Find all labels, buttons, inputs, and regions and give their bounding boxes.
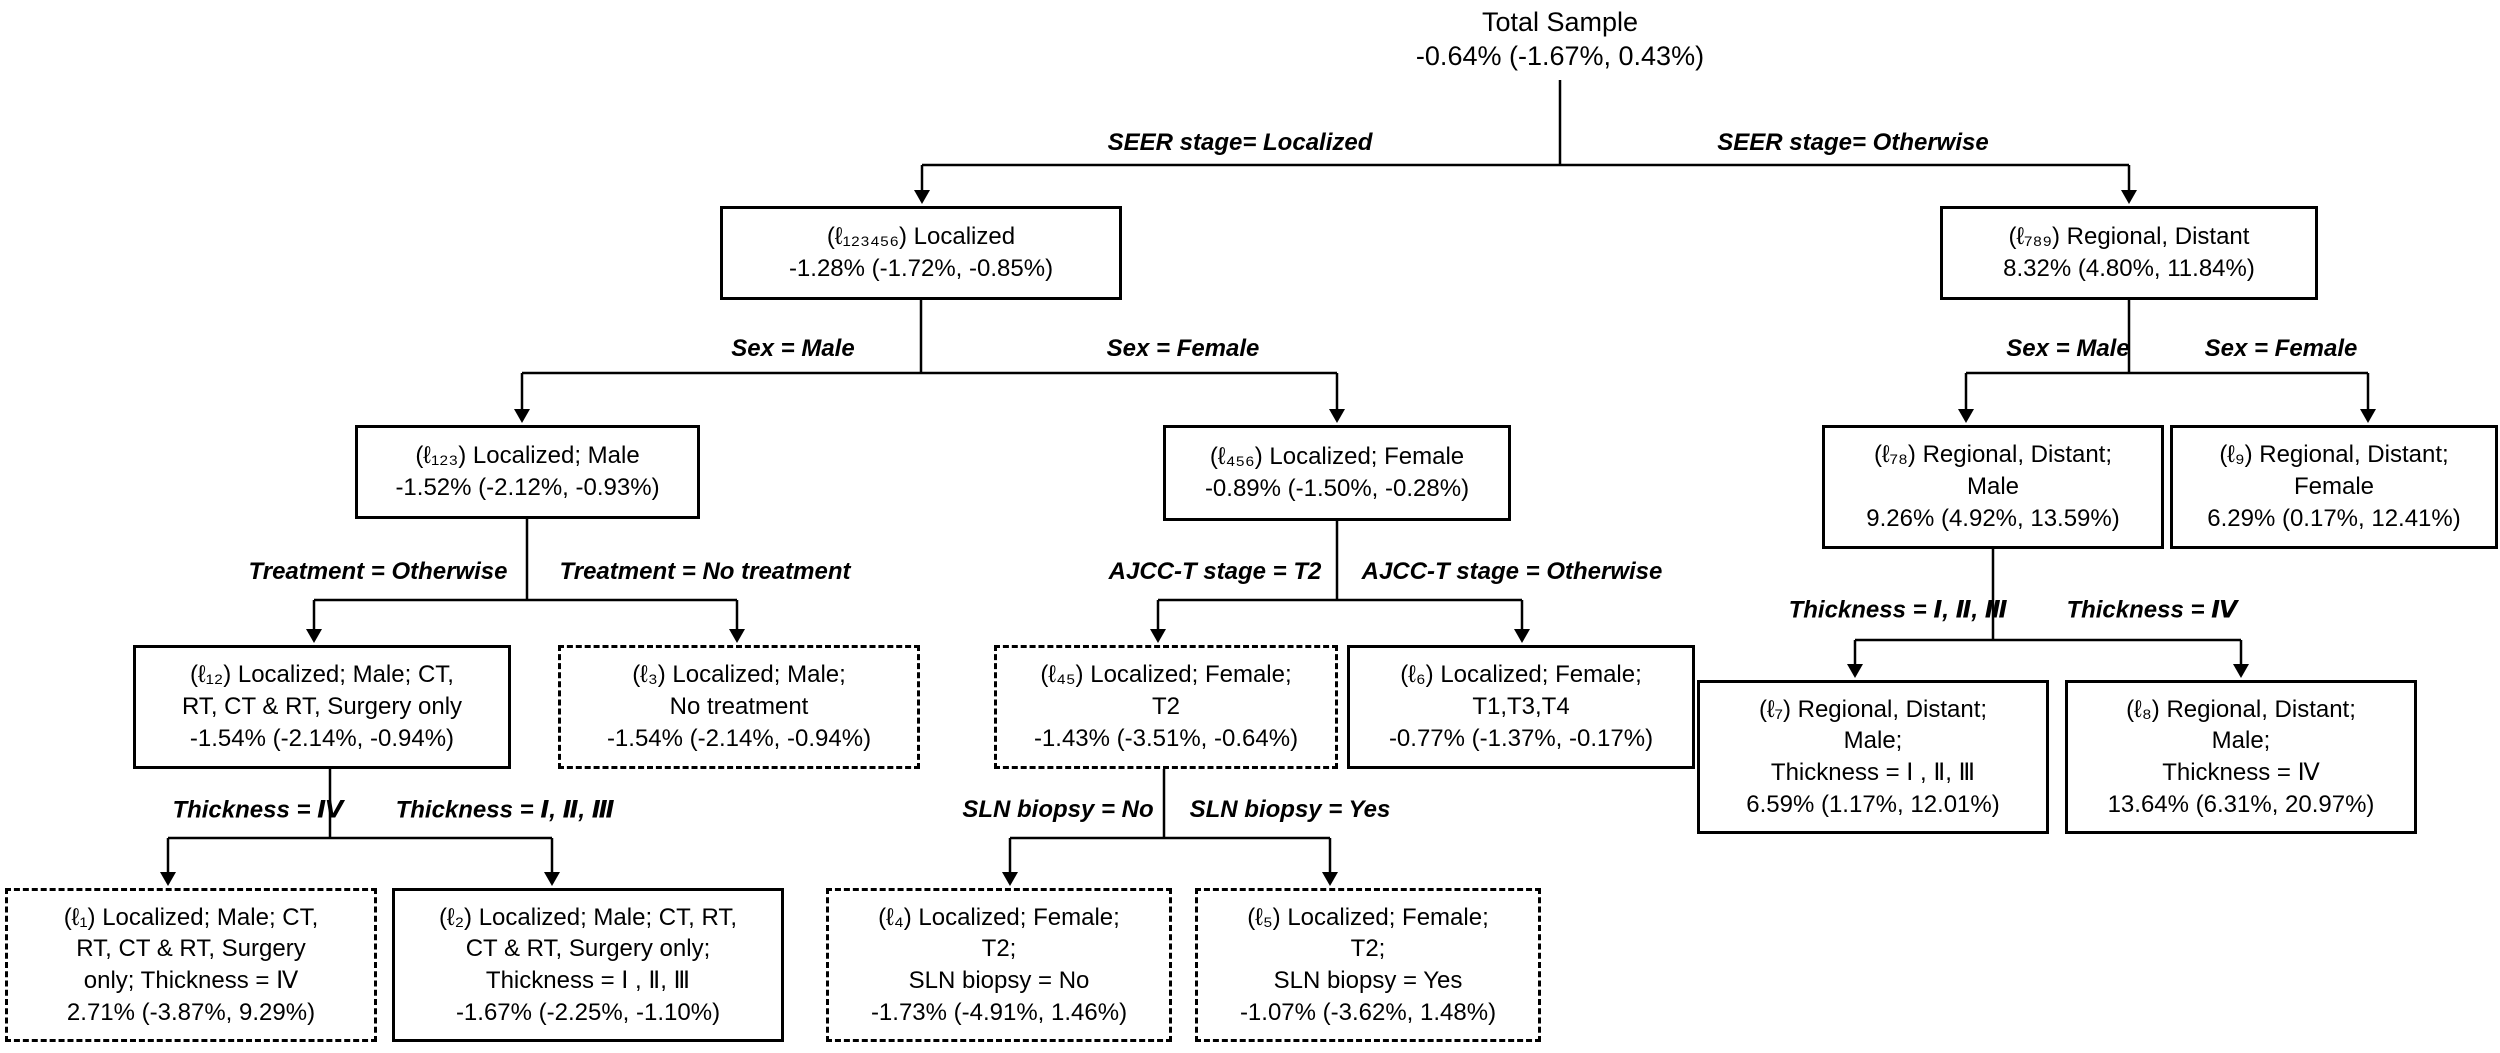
edge-treatment-split — [306, 519, 745, 643]
node-total-sample: Total Sample -0.64% (-1.67%, 0.43%) — [1415, 7, 1705, 71]
edge-label-thickness-123-left: Thickness = Ⅰ, Ⅱ, Ⅲ — [395, 796, 615, 824]
edge-label-sex-male-left: Sex = Male — [731, 335, 855, 362]
node-regional-male-thickness-4: (ℓ₈) Regional, Distant; Male; Thickness … — [2065, 680, 2417, 834]
node-localized-male-treated-thickness-1-2-3: (ℓ₂) Localized; Male; CT, RT, CT & RT, S… — [392, 888, 784, 1042]
edge-label-seer-otherwise: SEER stage= Otherwise — [1717, 129, 1989, 156]
edge-label-treatment-otherwise: Treatment = Otherwise — [248, 558, 508, 585]
node-localized-female: (ℓ₄₅₆) Localized; Female -0.89% (-1.50%,… — [1163, 425, 1511, 521]
node-regional-male: (ℓ₇₈) Regional, Distant; Male 9.26% (4.9… — [1822, 425, 2164, 549]
edge-label-sex-female-left: Sex = Female — [1106, 335, 1260, 362]
node-localized-female-t2-sln-no: (ℓ₄) Localized; Female; T2; SLN biopsy =… — [826, 888, 1172, 1042]
edge-localized-sex-split — [514, 300, 1345, 423]
node-localized-male-no-treatment: (ℓ₃) Localized; Male; No treatment -1.54… — [558, 645, 920, 769]
edge-ajcc-split — [1150, 521, 1530, 643]
node-regional-male-thickness-1-2-3: (ℓ₇) Regional, Distant; Male; Thickness … — [1697, 680, 2049, 834]
edge-label-sex-male-right: Sex = Male — [2006, 335, 2130, 362]
edge-sln-split — [1002, 769, 1338, 886]
node-localized-male-treated-thickness-4: (ℓ₁) Localized; Male; CT, RT, CT & RT, S… — [5, 888, 377, 1042]
edge-thickness-left-split — [160, 769, 560, 886]
edge-label-thickness-iv-left: Thickness = Ⅳ — [172, 796, 344, 824]
edge-label-seer-localized: SEER stage= Localized — [1107, 129, 1373, 156]
edge-label-sln-no: SLN biopsy = No — [962, 796, 1154, 823]
edge-root-split — [914, 80, 2137, 204]
edge-label-ajcc-t2: AJCC-T stage = T2 — [1108, 558, 1322, 585]
edge-label-sex-female-right: Sex = Female — [2204, 335, 2358, 362]
edge-label-thickness-123-right: Thickness = Ⅰ, Ⅱ, Ⅲ — [1788, 596, 2008, 624]
edge-label-thickness-iv-right: Thickness = Ⅳ — [2066, 596, 2238, 624]
node-localized-male-treated: (ℓ₁₂) Localized; Male; CT, RT, CT & RT, … — [133, 645, 511, 769]
node-localized-female-t2: (ℓ₄₅) Localized; Female; T2 -1.43% (-3.5… — [994, 645, 1338, 769]
edge-regional-sex-split — [1958, 300, 2376, 423]
edge-label-sln-yes: SLN biopsy = Yes — [1189, 796, 1391, 823]
node-localized-male: (ℓ₁₂₃) Localized; Male -1.52% (-2.12%, -… — [355, 425, 700, 519]
edge-thickness-right-split — [1847, 549, 2249, 678]
node-regional-distant: (ℓ₇₈₉) Regional, Distant 8.32% (4.80%, 1… — [1940, 206, 2318, 300]
edge-label-ajcc-otherwise: AJCC-T stage = Otherwise — [1361, 558, 1663, 585]
node-localized-female-t1t3t4: (ℓ₆) Localized; Female; T1,T3,T4 -0.77% … — [1347, 645, 1695, 769]
node-localized-female-t2-sln-yes: (ℓ₅) Localized; Female; T2; SLN biopsy =… — [1195, 888, 1541, 1042]
node-localized: (ℓ₁₂₃₄₅₆) Localized -1.28% (-1.72%, -0.8… — [720, 206, 1122, 300]
node-regional-female: (ℓ₉) Regional, Distant; Female 6.29% (0.… — [2170, 425, 2498, 549]
edge-label-treatment-no-treatment: Treatment = No treatment — [559, 558, 851, 585]
